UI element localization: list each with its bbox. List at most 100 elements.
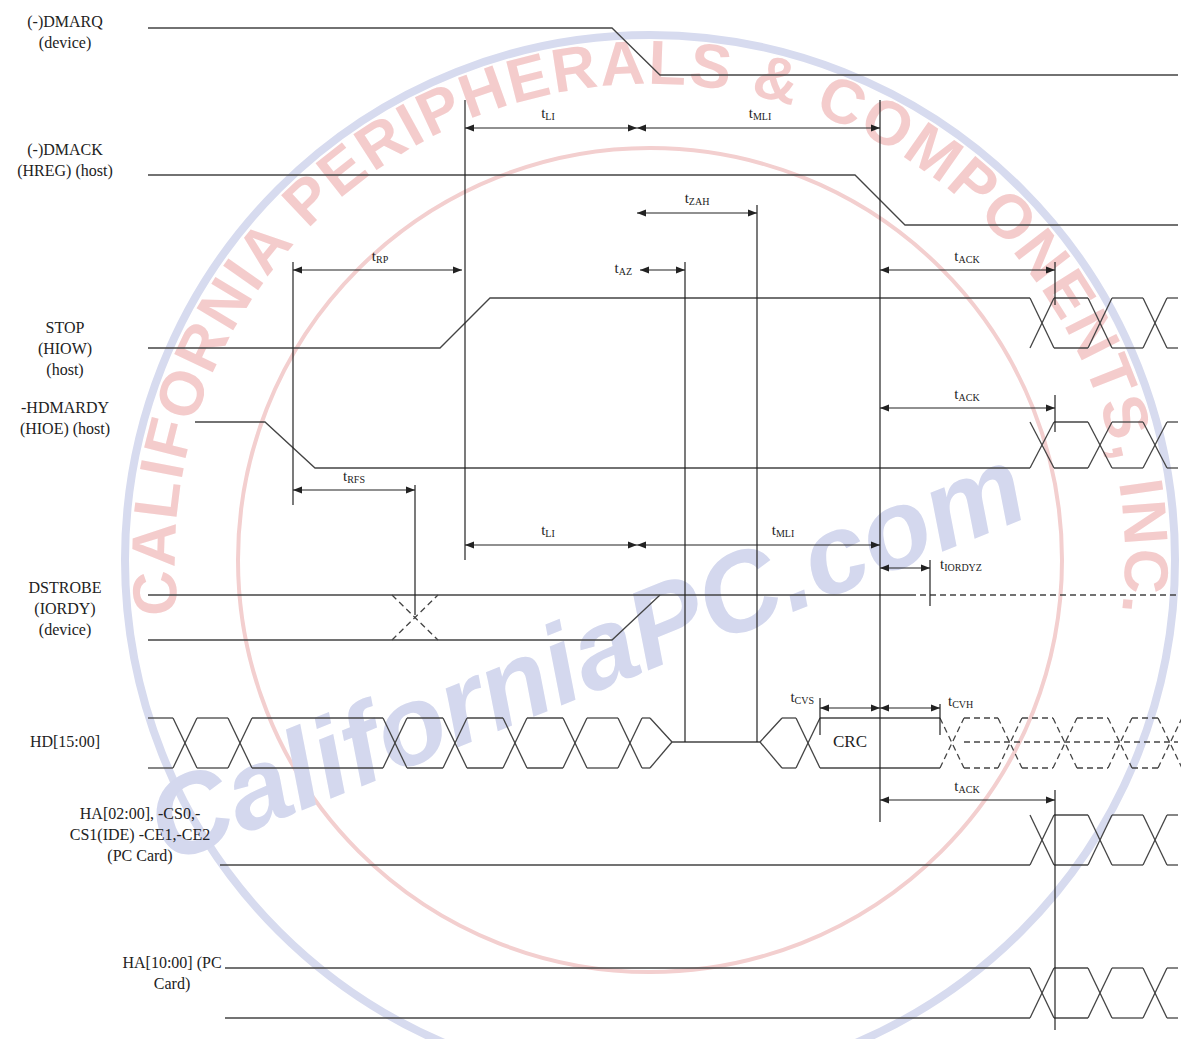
- bus-transition: [796, 718, 820, 768]
- bus-transition: [1143, 968, 1167, 1018]
- bus-transition: [1143, 422, 1167, 468]
- bus-trace: [1167, 1017, 1178, 1018]
- field-label: CRC: [833, 731, 867, 753]
- bus-transition: [618, 718, 642, 768]
- timing-arrow: [465, 127, 637, 128]
- bus-transition: [940, 718, 964, 768]
- bus-transition: [1143, 815, 1167, 865]
- signal-name: STOP (HIOW) (host): [20, 318, 110, 380]
- bus-trace: [1054, 1017, 1088, 1018]
- bus-transition: [228, 718, 252, 768]
- timing-reference-line: [684, 262, 685, 742]
- signal-trace: [964, 741, 1178, 742]
- signal-trace: [148, 175, 1178, 225]
- bus-transition: [618, 718, 642, 768]
- timing-parameter: tACK: [954, 247, 979, 267]
- timing-parameter: tACK: [954, 385, 979, 405]
- timing-reference-line: [292, 262, 293, 505]
- timing-reference-line: [1054, 395, 1055, 432]
- timing-arrow: [640, 269, 685, 270]
- bus-transition: [228, 718, 252, 768]
- bus-transition: [1030, 815, 1054, 865]
- bus-trace: [1112, 421, 1143, 422]
- bus-trace: [252, 767, 383, 768]
- timing-parameter: tAZ: [614, 259, 632, 279]
- timing-reference-line: [756, 205, 757, 742]
- bus-trace: [964, 717, 998, 718]
- bus-transition: [1088, 968, 1112, 1018]
- bus-trace: [1077, 767, 1108, 768]
- timing-arrow: [465, 544, 637, 545]
- bus-trace: [1054, 967, 1088, 968]
- timing-arrow: [293, 269, 462, 270]
- bus-transition: [998, 718, 1022, 768]
- timing-reference-line: [819, 698, 820, 735]
- timing-parameter: tRFS: [343, 467, 365, 487]
- bus-transition: [1143, 968, 1167, 1018]
- timing-arrow: [880, 707, 940, 708]
- bus-trace: [467, 767, 503, 768]
- bus-trace: [527, 767, 563, 768]
- bus-transition: [998, 718, 1022, 768]
- bus-transition: [1030, 422, 1054, 468]
- timing-arrow: [880, 799, 1055, 800]
- timing-reference-line: [929, 560, 930, 606]
- timing-parameter: tMLI: [749, 104, 772, 124]
- signal-trace: [148, 298, 1030, 348]
- bus-trace: [1022, 717, 1053, 718]
- bus-transition: [1053, 718, 1077, 768]
- bus-trace: [1112, 814, 1143, 815]
- bus-trace: [1112, 967, 1143, 968]
- bus-transition: [796, 718, 820, 768]
- bus-transition: [1053, 718, 1077, 768]
- bus-trace: [1112, 864, 1143, 865]
- bus-transition: [1143, 298, 1167, 348]
- signal-trace: [910, 594, 1178, 595]
- bus-trace: [587, 767, 618, 768]
- timing-arrow: [820, 707, 880, 708]
- bus-transition: [1108, 718, 1132, 768]
- bus-trace: [467, 717, 503, 718]
- timing-parameter: tLI: [541, 104, 555, 124]
- bus-transition: [1030, 422, 1054, 468]
- timing-reference-line: [1054, 790, 1055, 1030]
- bus-transition: [1088, 968, 1112, 1018]
- bus-trace: [964, 767, 998, 768]
- bus-trace: [1167, 467, 1178, 468]
- timing-reference-line: [939, 704, 940, 735]
- signal-trace: [650, 742, 672, 768]
- bus-trace: [527, 717, 563, 718]
- timing-parameter: tCVH: [948, 692, 973, 712]
- bus-transition: [563, 718, 587, 768]
- bus-trace: [148, 717, 173, 718]
- bus-trace: [1132, 767, 1158, 768]
- bus-transition: [1030, 815, 1054, 865]
- timing-parameter: tZAH: [685, 189, 710, 209]
- bus-transition: [1088, 815, 1112, 865]
- timing-parameter: tIORDYZ: [940, 555, 982, 575]
- bus-transition: [503, 718, 527, 768]
- bus-transition: [1030, 968, 1054, 1018]
- bus-trace: [407, 767, 443, 768]
- bus-transition: [173, 718, 197, 768]
- timing-arrow: [637, 544, 880, 545]
- bus-transition: [563, 718, 587, 768]
- bus-trace: [1112, 347, 1143, 348]
- bus-trace: [407, 717, 443, 718]
- bus-trace: [1054, 347, 1088, 348]
- bus-trace: [1167, 814, 1178, 815]
- bus-trace: [642, 767, 650, 768]
- bus-trace: [1167, 347, 1178, 348]
- bus-transition: [1030, 968, 1054, 1018]
- bus-trace: [1112, 1017, 1143, 1018]
- signal-name: (-)DMACK (HREG) (host): [15, 140, 115, 182]
- bus-trace: [1054, 467, 1088, 468]
- bus-transition: [383, 718, 407, 768]
- timing-arrow: [637, 127, 880, 128]
- timing-reference-line: [1054, 262, 1055, 305]
- bus-trace: [197, 717, 228, 718]
- watermark-text: CaliforniaPC.com: [129, 422, 1041, 888]
